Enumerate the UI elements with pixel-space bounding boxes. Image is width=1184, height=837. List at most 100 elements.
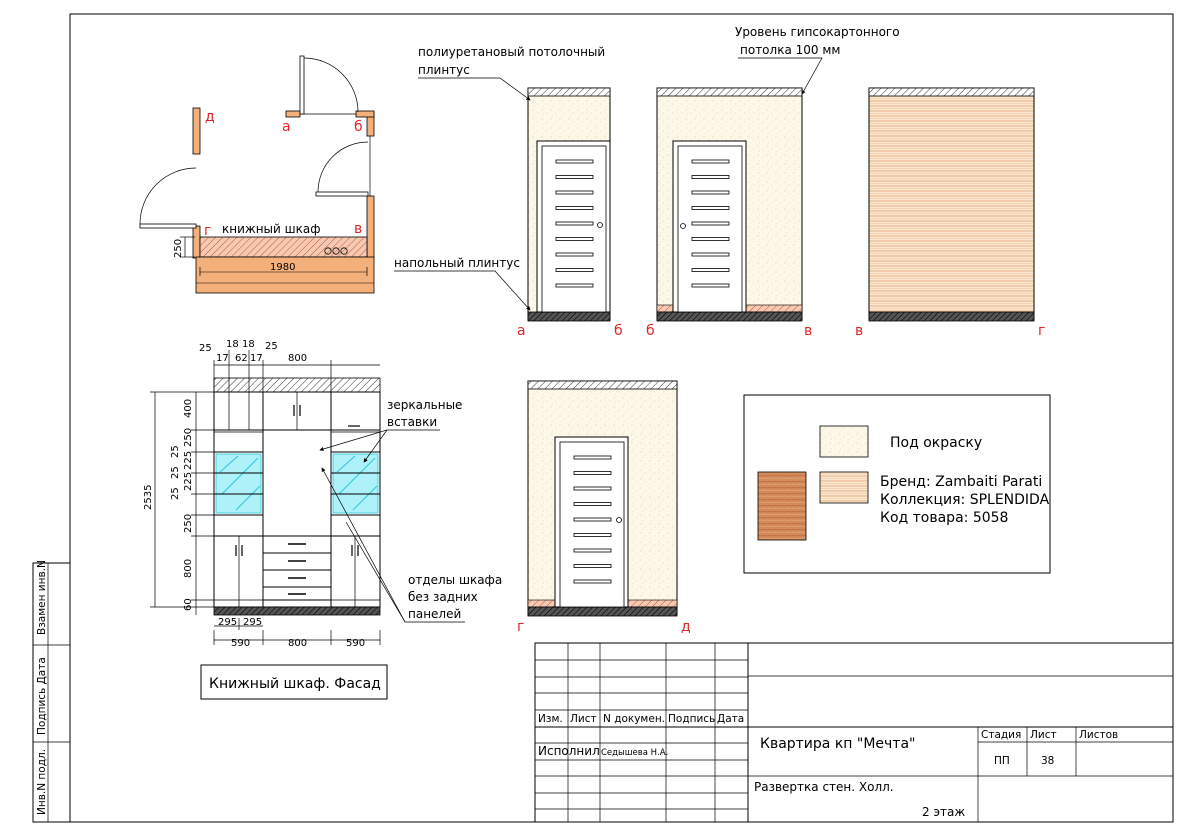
wall-elevation-gd <box>527 380 678 617</box>
tb-stage-header: Стадия <box>981 729 1021 741</box>
door-slat <box>691 252 730 257</box>
door-slat <box>573 564 612 568</box>
door-slat <box>555 175 594 179</box>
dim-top-17b: 17 <box>250 353 263 364</box>
door-slat <box>691 206 730 210</box>
dim-left-225b: 225 <box>183 472 194 491</box>
wall2-right-mark: в <box>804 323 812 339</box>
door-slat <box>691 283 730 288</box>
tb-author: Седышева Н.А. <box>601 748 668 758</box>
wall4-left-mark: г <box>517 619 524 635</box>
door-slat <box>691 159 730 164</box>
facade-title: Книжный шкаф. Фасад <box>209 676 381 692</box>
door-slat <box>573 517 612 522</box>
tb-sheets-header: Листов <box>1079 729 1118 741</box>
plan-dim-width: 1980 <box>270 262 295 273</box>
door-slat <box>555 237 594 241</box>
plan-wardrobe-label: книжный шкаф <box>222 222 320 236</box>
dim-top-25a: 25 <box>199 343 212 354</box>
wall4-right-mark: д <box>681 619 691 635</box>
door-slats <box>555 159 730 584</box>
legend-collection: Коллекция: SPLENDIDA <box>880 492 1050 508</box>
stamp-orig-inv: Инв.N подл. <box>36 749 48 815</box>
door-slat <box>555 159 594 164</box>
wall3-right-mark: г <box>1038 323 1045 339</box>
dim-left-60: 60 <box>183 598 194 611</box>
dim-bottom-800: 800 <box>288 638 307 649</box>
tb-floor: 2 этаж <box>922 805 965 819</box>
tb-role: Исполнил <box>538 744 600 758</box>
dim-left-25a: 25 <box>170 445 181 458</box>
dim-left-400: 400 <box>183 399 194 418</box>
note-sections-2: без задних <box>408 590 478 604</box>
dim-bottom-590a: 590 <box>231 638 250 649</box>
side-stamp-frame <box>32 562 71 823</box>
door-slat <box>573 533 612 537</box>
wall-elevation-vg <box>868 87 1035 322</box>
wall2-left-mark: б <box>646 323 655 339</box>
legend-box <box>743 394 1051 574</box>
door-slat <box>573 471 612 475</box>
legend-wallpaper-swatch <box>819 471 869 504</box>
note-floor-plinth: напольный плинтус <box>394 256 520 270</box>
door-slat <box>573 548 612 553</box>
tb-sheet-header: Лист <box>1030 729 1057 741</box>
door-slat <box>555 252 594 257</box>
wall-elevation-bv <box>656 87 803 322</box>
tb-col-date: Дата <box>717 713 744 725</box>
legend-brand: Бренд: Zambaiti Parati <box>880 474 1042 490</box>
door-slat <box>555 268 594 272</box>
plan-mark-b: б <box>354 119 363 135</box>
dim-top-25b: 25 <box>265 341 278 352</box>
wall3-left-mark: в <box>855 323 863 339</box>
dim-left-250b: 250 <box>183 514 194 533</box>
plan-mark-g: г <box>204 223 211 239</box>
tb-sheet: 38 <box>1041 755 1054 767</box>
dim-bottom-295b: 295 <box>243 617 262 628</box>
dim-top-800: 800 <box>288 353 307 364</box>
note-sections-3: панелей <box>408 607 461 621</box>
note-drywall-2: потолка 100 мм <box>740 43 840 57</box>
tb-col-list: Лист <box>570 713 597 725</box>
dim-bottom-295a: 295 <box>218 617 237 628</box>
floor-plan <box>139 55 375 294</box>
dim-top-18a: 18 <box>226 339 239 350</box>
title-block <box>534 642 1174 823</box>
dim-top-18b: 18 <box>242 339 255 350</box>
plan-mark-v: в <box>354 221 362 237</box>
dim-bottom-590b: 590 <box>346 638 365 649</box>
door-slat <box>555 283 594 288</box>
stamp-replace-inv: Взамен инв.N <box>36 560 48 635</box>
door-slat <box>555 221 594 226</box>
dim-total-height: 2535 <box>143 485 154 510</box>
tb-project: Квартира кп "Мечта" <box>760 736 915 752</box>
tb-sheet-title: Развертка стен. Холл. <box>754 780 894 794</box>
dim-top-62: 62 <box>235 353 248 364</box>
legend-code: Код товара: 5058 <box>880 510 1008 526</box>
legend-wood-swatch <box>757 471 807 541</box>
note-sections-1: отделы шкафа <box>408 573 502 587</box>
door-slat <box>691 175 730 179</box>
door-slat <box>573 502 612 506</box>
dim-left-25b: 25 <box>170 466 181 479</box>
door-slat <box>555 190 594 195</box>
note-mirror-1: зеркальные <box>387 398 462 412</box>
facade-title-box <box>200 664 388 700</box>
dim-left-800: 800 <box>183 559 194 578</box>
door-slat <box>691 221 730 226</box>
note-mirror-2: вставки <box>387 415 437 429</box>
door-slat <box>555 206 594 210</box>
wall-elevation-ab <box>527 87 611 322</box>
door-slat <box>573 579 612 584</box>
wall1-left-mark: а <box>517 323 526 339</box>
tb-col-doc: N докумен. <box>603 713 665 725</box>
note-drywall-1: Уровень гипсокартонного <box>735 25 900 39</box>
door-slat <box>691 268 730 272</box>
note-ceiling-plinth-2: плинтус <box>418 63 470 77</box>
dim-left-225a: 225 <box>183 451 194 470</box>
door-slat <box>691 190 730 195</box>
stamp-sign-date: Подпись Дата <box>36 657 48 735</box>
legend-paint-swatch <box>819 425 869 458</box>
plan-dim-depth: 250 <box>173 239 184 258</box>
